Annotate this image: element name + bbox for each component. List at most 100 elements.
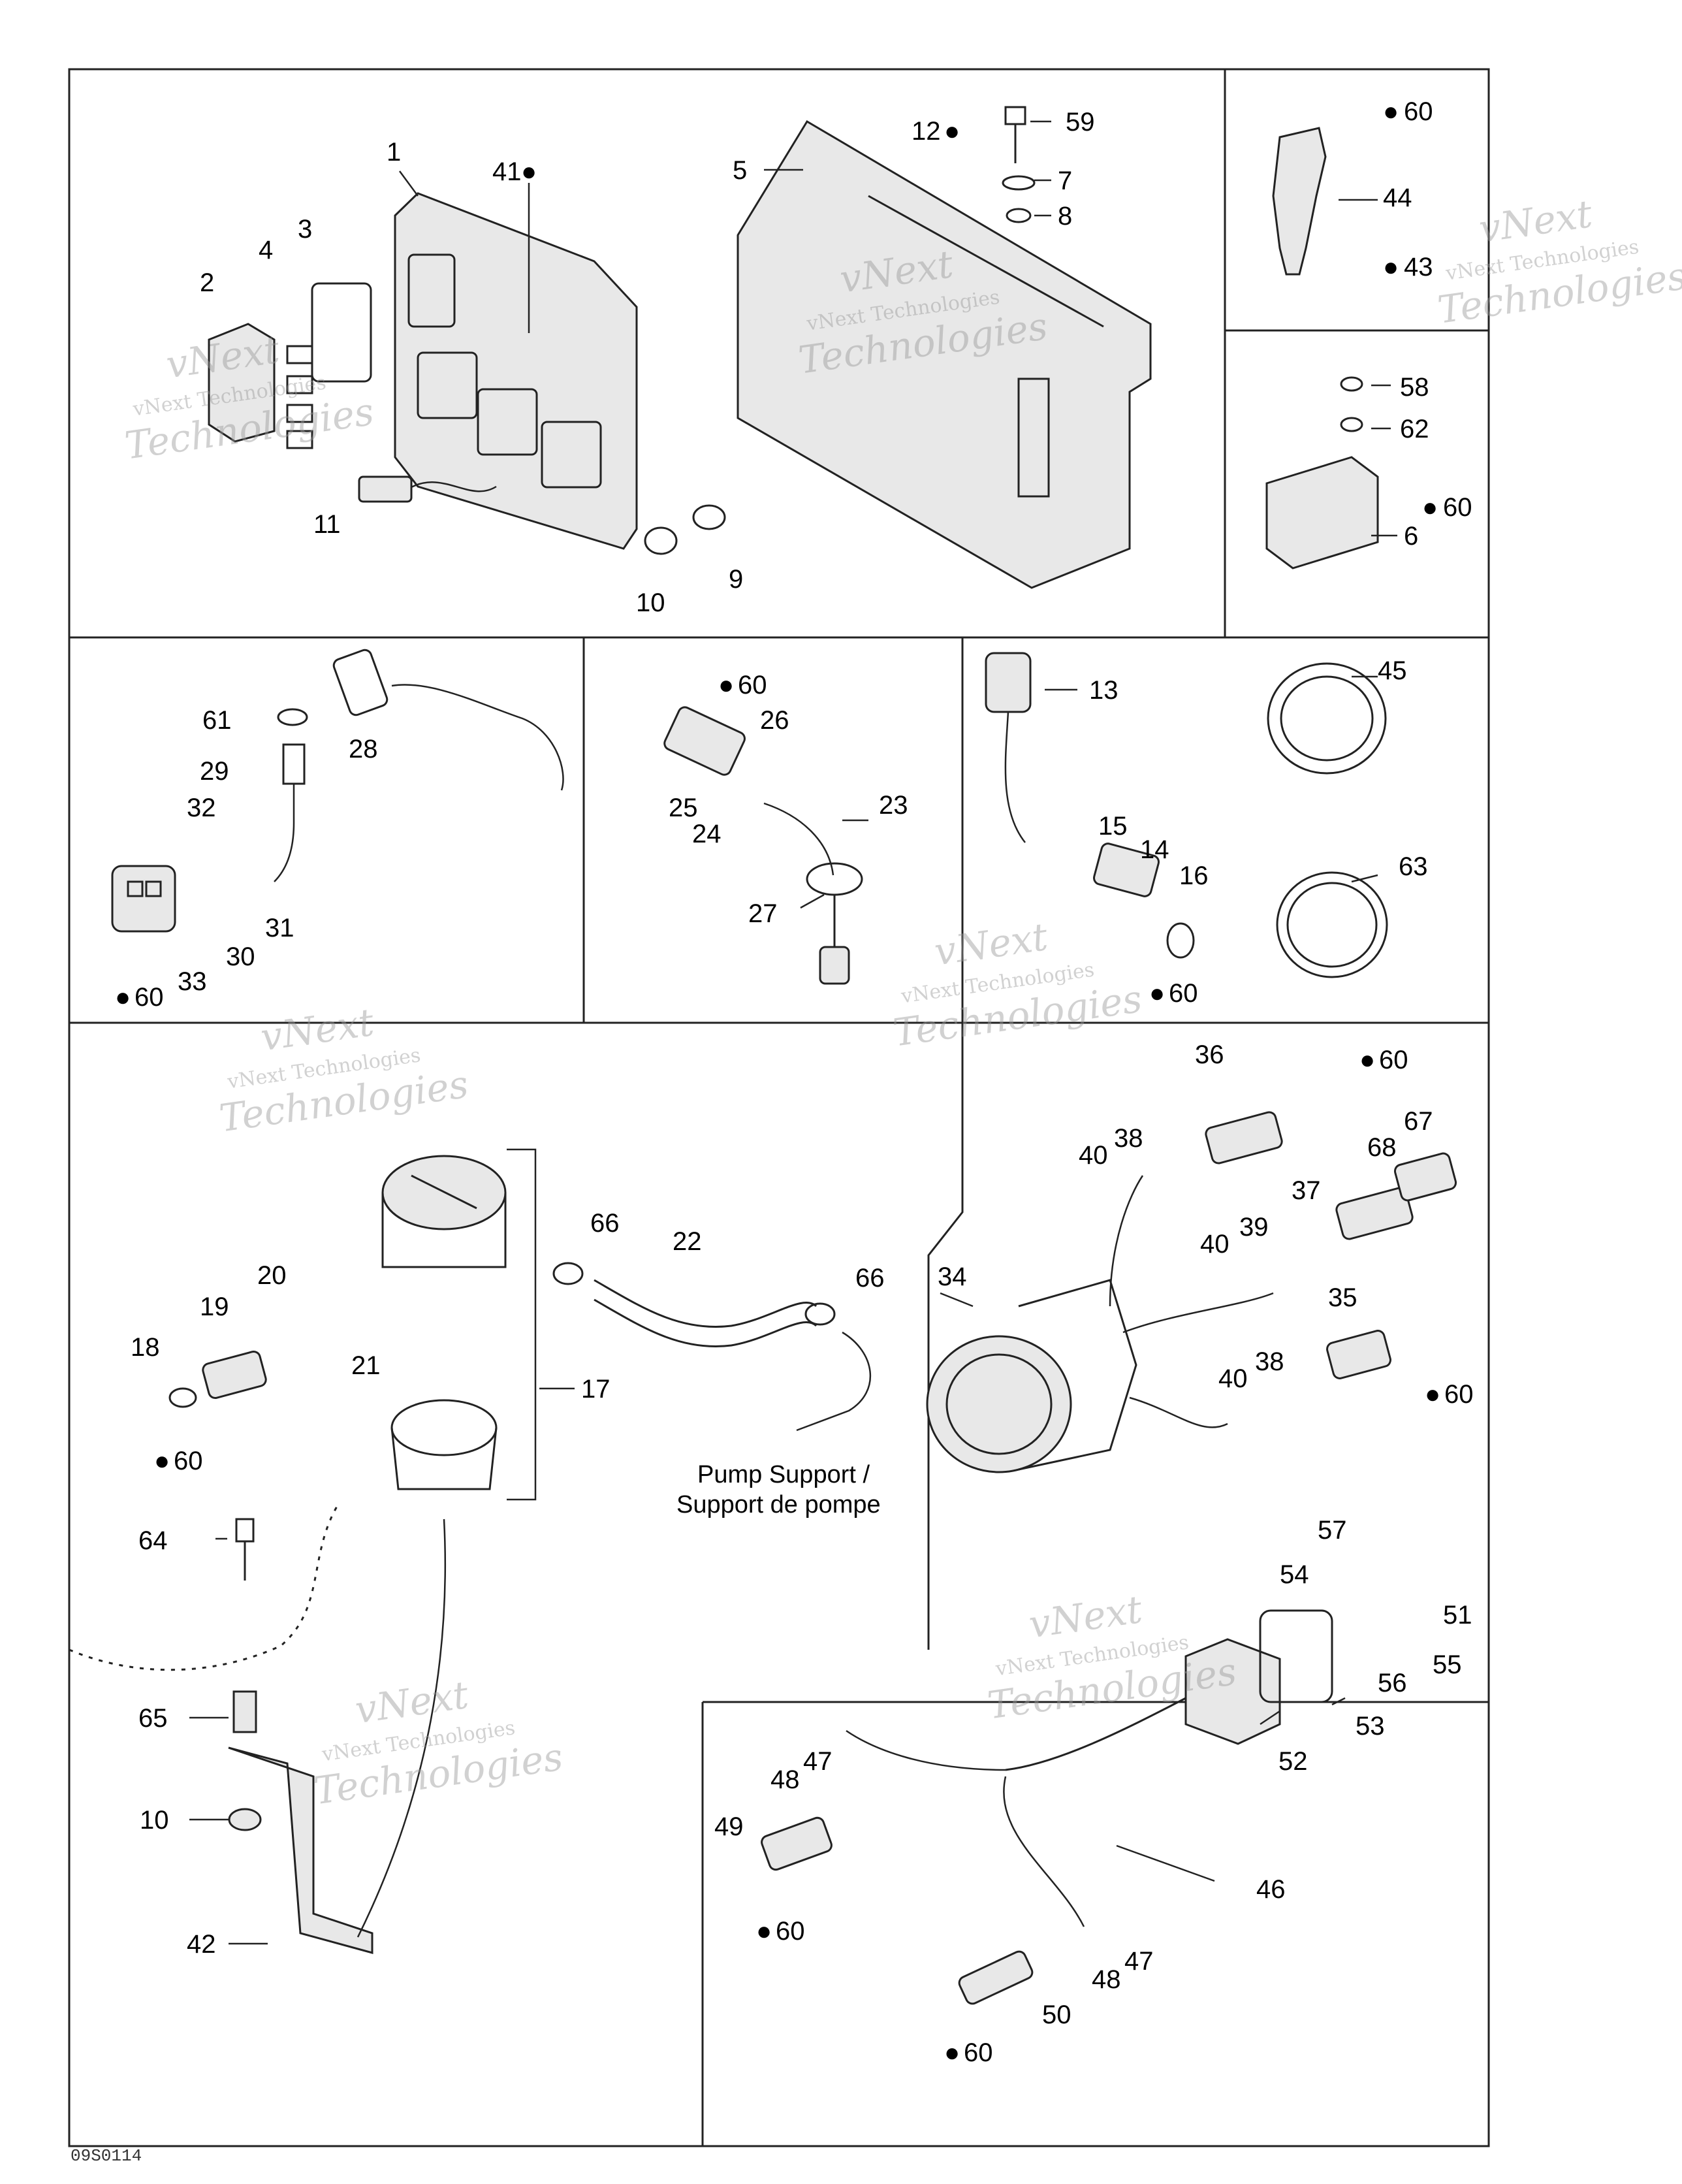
callout-32: 32	[187, 794, 216, 822]
callout-62: 62	[1400, 415, 1429, 443]
callout-60-49: 60	[776, 1917, 805, 1946]
connector-18-19	[168, 1351, 267, 1408]
watermark-line1: vNext	[353, 1673, 471, 1733]
sensor-13	[985, 652, 1032, 843]
watermark-line1: vNext	[932, 914, 1051, 974]
callout-66-right: 66	[855, 1264, 885, 1293]
connector-49	[761, 1816, 833, 1871]
drop-icon: ●	[756, 1917, 772, 1946]
callout-40-bottom: 40	[1218, 1364, 1248, 1393]
callout-60-50: 60	[964, 2038, 993, 2067]
callout-47-top: 47	[803, 1747, 833, 1776]
drop-icons: ● ● ● ● ● ● ● ● ● ● ● ● ●	[115, 97, 1440, 2067]
callout-33: 33	[178, 967, 207, 996]
callout-60-18: 60	[174, 1447, 203, 1475]
fasteners-64-65-10	[228, 1518, 262, 1831]
panel-frames	[68, 68, 1490, 2147]
sensor-44	[1272, 127, 1327, 276]
callout-48-bottom: 48	[1092, 1965, 1121, 1994]
drop-icon: ●	[1383, 97, 1399, 126]
callout-60-gauge-top: 60	[1379, 1046, 1408, 1074]
drop-icon: ●	[718, 671, 734, 699]
callout-20: 20	[257, 1261, 287, 1290]
connectors-36-37-35-68	[1205, 1111, 1457, 1379]
callout-18: 18	[131, 1333, 160, 1362]
callout-31: 31	[265, 914, 294, 942]
pump-body	[381, 1155, 507, 1268]
callout-22: 22	[673, 1227, 702, 1256]
callout-43: 43	[1404, 253, 1433, 281]
watermark-line1: vNext	[1026, 1587, 1145, 1647]
callout-60-26: 60	[738, 671, 767, 699]
callout-61: 61	[202, 706, 232, 735]
callout-21: 21	[351, 1351, 381, 1380]
sensor-27	[763, 802, 863, 985]
callout-9: 9	[729, 565, 743, 594]
gauge-34	[926, 1279, 1137, 1473]
callout-54: 54	[1280, 1560, 1309, 1589]
tach-connector-52	[1184, 1609, 1333, 1745]
callout-67: 67	[1404, 1107, 1433, 1136]
callout-55: 55	[1433, 1650, 1462, 1679]
callout-14: 14	[1140, 835, 1169, 864]
callout-50: 50	[1042, 2000, 1071, 2029]
watermark-line1: vNext	[1476, 191, 1595, 251]
connector-26	[663, 706, 746, 776]
callout-60-solenoid: 60	[1443, 493, 1472, 522]
mounting-bracket	[737, 120, 1152, 589]
fuse-holder	[286, 282, 372, 449]
callout-57: 57	[1318, 1516, 1347, 1545]
ring-45	[1267, 662, 1387, 775]
drop-icon: ●	[1383, 253, 1399, 281]
callout-68: 68	[1367, 1133, 1397, 1162]
callout-63: 63	[1399, 852, 1428, 881]
pump-support-line2: Support de pompe	[676, 1491, 881, 1518]
callout-38-top: 38	[1114, 1124, 1143, 1153]
callout-60-35: 60	[1444, 1380, 1474, 1409]
drop-icon: ●	[115, 983, 131, 1012]
callout-1: 1	[387, 138, 401, 167]
callout-60-top: 60	[1404, 97, 1433, 126]
callout-49: 49	[714, 1812, 744, 1841]
nut-washer-9-10	[644, 504, 726, 555]
leader-lines	[189, 120, 1397, 1945]
callout-11: 11	[313, 510, 341, 539]
callout-45: 45	[1378, 656, 1407, 685]
callout-48-top: 48	[770, 1765, 800, 1794]
callout-5: 5	[733, 156, 747, 185]
watermark-line1: vNext	[258, 1000, 377, 1060]
callout-56: 56	[1378, 1669, 1407, 1697]
callout-26: 26	[760, 706, 789, 735]
callout-46: 46	[1256, 1875, 1286, 1904]
connector-50	[958, 1950, 1034, 2005]
callout-4: 4	[259, 236, 273, 265]
drop-icon: ●	[154, 1447, 170, 1475]
callout-40-top: 40	[1079, 1141, 1108, 1170]
callout-27: 27	[748, 899, 778, 928]
callout-3: 3	[298, 215, 312, 244]
connector-33	[111, 865, 176, 933]
callout-labels: 1 2 3 4 5 6 7 8 9 10 11 12 41 59 60 44 4…	[131, 97, 1474, 2067]
ring-63	[1276, 871, 1388, 978]
callout-13: 13	[1089, 676, 1119, 705]
callout-65: 65	[138, 1704, 168, 1733]
callout-47-bottom: 47	[1124, 1947, 1154, 1976]
callout-8: 8	[1058, 202, 1072, 231]
solenoid-6	[1265, 376, 1379, 570]
callout-66-left: 66	[590, 1209, 620, 1238]
callout-23: 23	[879, 791, 908, 820]
callout-12: 12	[912, 117, 941, 146]
callout-28: 28	[349, 735, 378, 763]
callout-30: 30	[226, 942, 255, 971]
callout-7: 7	[1058, 167, 1072, 195]
sensor-harness-28	[274, 649, 564, 882]
callout-10: 10	[636, 588, 665, 617]
callout-2: 2	[200, 268, 214, 297]
callout-44: 44	[1383, 184, 1412, 212]
harness-46	[846, 1697, 1186, 1927]
callout-51: 51	[1443, 1601, 1472, 1630]
drop-icon: ●	[944, 2038, 960, 2067]
callout-39: 39	[1239, 1213, 1269, 1242]
callout-41: 41	[492, 157, 522, 186]
